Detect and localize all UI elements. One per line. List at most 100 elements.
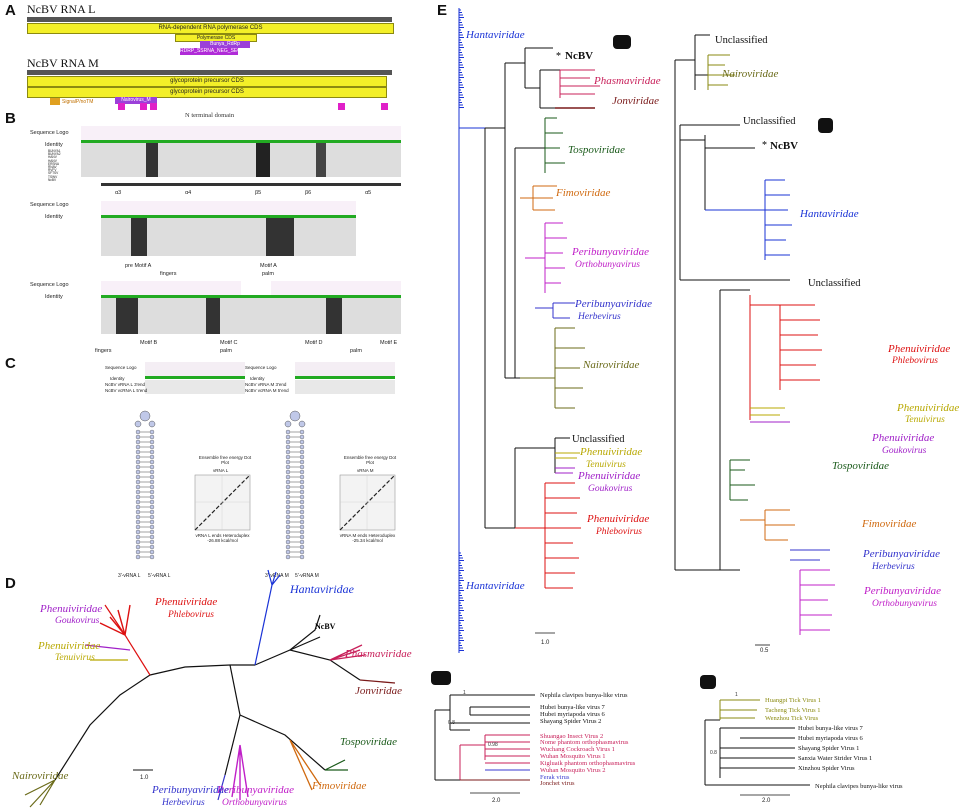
br-species-label: Hubei bunya-like virus 7 xyxy=(798,725,863,732)
e-right-label-16: Peribunyaviridae xyxy=(864,585,941,597)
alpha-label-1: α3 xyxy=(115,190,122,196)
e-left-star-1: * xyxy=(556,51,561,62)
d-label-0: Phenuiviridae xyxy=(40,603,103,615)
e-left-label-11: Unclassified xyxy=(572,434,625,445)
rna-m-ruler xyxy=(27,70,392,75)
bl-species-label: Kigluaik phantom orthophasmavirus xyxy=(540,760,636,767)
rna-l-cds-bar: RNA-dependent RNA polymerase CDS xyxy=(27,23,394,34)
pre-motif-a-label: pre Motif A xyxy=(125,263,152,269)
e-left-label-14: Phenuiviridae xyxy=(578,470,641,482)
e-left-label-18: Hantaviridae xyxy=(466,580,525,592)
e-right-label-2: Unclassified xyxy=(743,116,796,127)
e-left-label-5: Fimoviridae xyxy=(556,187,611,199)
d-label-5: Tenuivirus xyxy=(55,653,95,663)
br-species-label: Hubei myriapoda virus 6 xyxy=(798,735,863,742)
br-species-label: Sanxia Water Strider Virus 1 xyxy=(798,755,873,762)
e-right-star: * xyxy=(762,140,767,151)
rna-m-cds-bar: glycoprotein precursor CDS xyxy=(27,76,387,87)
rna-m-cds2-bar: glycoprotein precursor CDS xyxy=(27,87,387,98)
rna-l-ruler xyxy=(27,17,392,22)
tmhmm-marker-5 xyxy=(381,103,388,110)
motif-d-label: Motif D xyxy=(305,340,323,346)
signalp-label: SignalP/noTM xyxy=(62,99,94,105)
d-label-9: Jonviridae xyxy=(355,685,403,697)
br-subtree xyxy=(704,699,810,796)
c-seqlogo-right: Sequence Logo xyxy=(245,365,277,370)
br-species-label: Wenzhou Tick Virus xyxy=(765,715,819,722)
bl-species-label: Nephila clavipes bunya-like virus xyxy=(540,692,628,699)
nairovirus-m-domain: Nairovirus_M xyxy=(115,97,157,104)
d-label-6: Hantaviridae xyxy=(290,582,354,596)
dotplot-m xyxy=(339,474,396,531)
e-right-label-13: Fimoviridae xyxy=(862,518,917,530)
hairpin-structure-m xyxy=(284,410,306,560)
e-right-label-14: Peribunyaviridae xyxy=(863,548,940,560)
terminal-alignments xyxy=(145,362,395,394)
e-right-label-12: Tospoviridae xyxy=(832,460,890,472)
identity-label-b2: Identity xyxy=(45,214,63,220)
tmhmm-marker-3 xyxy=(150,103,157,110)
e-right-label-17: Orthobunyavirus xyxy=(872,599,937,609)
c-row-l1: NcBV vRNA L 3'end xyxy=(105,382,145,387)
d-label-2: Phenuiviridae xyxy=(155,596,218,608)
signalp-marker xyxy=(50,98,60,105)
alpha-label-3: β5 xyxy=(255,190,262,196)
alpha-label-4: β6 xyxy=(305,190,312,196)
e-right-label-11: Goukovirus xyxy=(882,446,927,456)
tmhmm-marker-4 xyxy=(338,103,345,110)
motif-c-label: Motif C xyxy=(220,340,238,346)
rna-m-title: NcBV RNA M xyxy=(27,56,99,70)
palm-label-3: palm xyxy=(350,348,362,354)
taxon-label: SFTSV xyxy=(48,171,59,176)
e-right-label-10: Phenuiviridae xyxy=(872,432,935,444)
e-left-label-15: Goukovirus xyxy=(588,484,633,494)
d-label-11: Fimoviridae xyxy=(312,780,367,792)
e-left-label-9: Herbevirus xyxy=(578,312,621,322)
e-left-label-2: Phasmaviridae xyxy=(594,75,661,87)
e-right-label-15: Herbevirus xyxy=(872,562,915,572)
dotplot-l xyxy=(194,474,251,531)
e-right-label-8: Phenuiviridae xyxy=(897,402,960,414)
e-right-label-4: Hantaviridae xyxy=(800,208,859,220)
dotplot-title-l: Ensemble free energy Dot Plot xyxy=(198,455,252,465)
n-terminal-domain-title: N terminal domain xyxy=(185,112,235,119)
panel-label-d: D xyxy=(5,575,16,592)
d-label-14: Peribunyaviridae xyxy=(152,784,229,796)
taxon-label: BUNYA1 xyxy=(48,149,61,153)
dotplot-sub-m: vRNA M xyxy=(357,468,374,473)
e-left-label-12: Phenuiviridae xyxy=(580,446,643,458)
d-label-8: Phasmaviridae xyxy=(345,648,412,660)
c-seqlogo-left: Sequence Logo xyxy=(105,365,137,370)
e-right-label-3: NcBV xyxy=(770,140,799,152)
seqlogo-label-b3: Sequence Logo xyxy=(30,282,69,288)
e-left-label-13: Tenuivirus xyxy=(586,460,626,470)
e-right-label-9: Tenuivirus xyxy=(905,415,945,425)
c-row-m1: NcBV vRNA M 3'end xyxy=(245,382,287,387)
br-scale: 2.0 xyxy=(762,798,771,804)
puzzle-icon xyxy=(613,35,631,49)
c-row-l2: NcBV vcRNA L 5'end xyxy=(105,388,148,393)
bl-species-label: Jonchet virus xyxy=(540,780,575,787)
e-right-scale: 0.5 xyxy=(760,648,769,654)
bl-species-label: Ferak virus xyxy=(540,774,570,781)
taxon-label: HANV xyxy=(48,155,57,160)
br-species-label: Shayang Spider Virus 1 xyxy=(798,745,860,752)
bl-bs-0: 1 xyxy=(463,690,466,696)
taxon-label: RNAV xyxy=(48,165,57,169)
panel-label-a: A xyxy=(5,2,16,19)
c-identity-left: Identity xyxy=(110,376,125,381)
fingers-label-1: fingers xyxy=(160,271,177,277)
panel-label-c: C xyxy=(5,355,16,372)
bl-species-label: Hubei myriapoda virus 6 xyxy=(540,711,605,718)
e-left-label-0: Hantaviridae xyxy=(466,29,525,41)
e-left-label-1: NcBV xyxy=(565,50,594,62)
d-scale: 1.0 xyxy=(140,775,149,781)
palm-label-1: palm xyxy=(262,271,274,277)
puzzle-icon-br xyxy=(700,675,716,689)
alpha-label-2: α4 xyxy=(185,190,192,196)
motif-b-label: Motif B xyxy=(140,340,158,346)
bl-species-label: Nome phantom orthophasmavirus xyxy=(540,739,629,746)
taxon-label: ERSNA xyxy=(48,161,59,166)
end-label-m1: 3'-vRNA M xyxy=(265,573,289,579)
dotplot-sub-l: vRNA L xyxy=(213,468,229,473)
